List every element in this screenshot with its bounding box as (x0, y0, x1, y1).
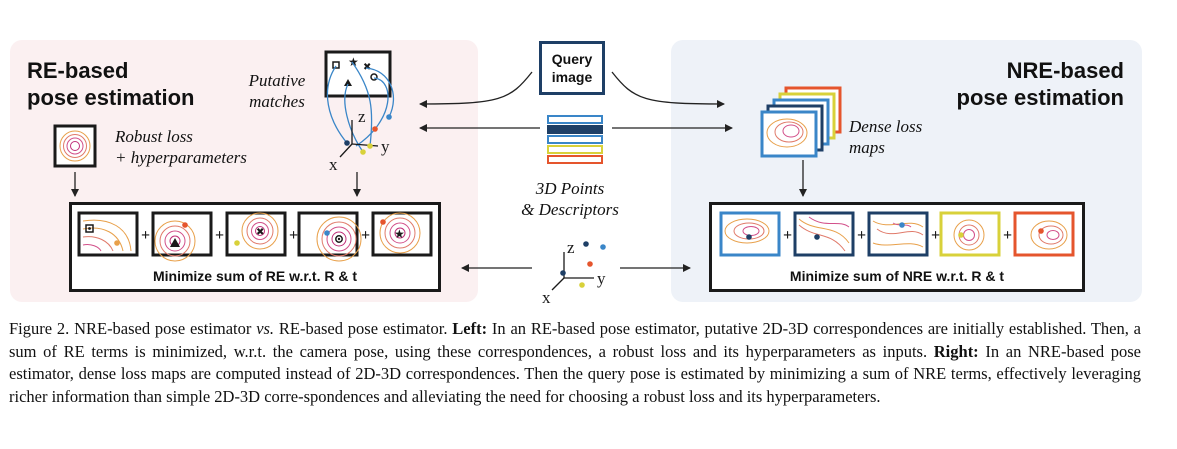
re-term-4 (297, 211, 362, 262)
robust-loss-label: Robust loss + hyperparameters (115, 127, 247, 167)
re-term-1 (77, 211, 139, 257)
arrow-query-to-dense (611, 71, 725, 108)
svg-text:✖: ✖ (256, 227, 264, 238)
query-image-box: Query image (539, 41, 605, 95)
arrow-query-to-matches (419, 71, 533, 108)
re-term-2 (151, 211, 213, 262)
dense-loss-maps-label: Dense loss maps (849, 117, 923, 157)
re-term-3: ✖ (225, 211, 287, 257)
putative-matches-image: ★ ✖ (324, 50, 394, 158)
nre-term-5 (1013, 211, 1075, 257)
figure-caption: Figure 2. NRE-based pose estimator vs. R… (9, 319, 1141, 406)
svg-text:+: + (1003, 227, 1012, 244)
svg-text:+: + (215, 227, 224, 244)
re-term-5: ★ (371, 211, 433, 257)
svg-text:★: ★ (394, 227, 405, 241)
nre-based-title: NRE-based pose estimation (956, 58, 1124, 110)
dense-loss-maps-icon (760, 86, 842, 158)
svg-text:+: + (857, 227, 866, 244)
nre-minimize-label: Minimize sum of NRE w.r.t. R & t (789, 268, 1005, 284)
re-minimize-label: Minimize sum of RE w.r.t. R & t (152, 268, 358, 284)
svg-text:+: + (361, 227, 370, 244)
caption-figure-label: Figure 2. (9, 319, 70, 338)
points-descriptors-label: 3D Points & Descriptors (521, 179, 619, 219)
svg-text:★: ★ (348, 55, 359, 69)
svg-text:+: + (931, 227, 940, 244)
nre-term-4 (939, 211, 1001, 257)
svg-text:+: + (783, 227, 792, 244)
nre-term-3 (867, 211, 929, 257)
axis-x-label-center: x (542, 288, 551, 307)
robust-loss-icon (53, 124, 97, 168)
caption-left-label: Left: (452, 319, 488, 338)
re-based-title: RE-based pose estimation (27, 58, 195, 110)
svg-text:+: + (141, 227, 150, 244)
axis-z-label-left: z (358, 107, 366, 126)
nre-term-1 (719, 211, 781, 257)
putative-matches-label: Putative matches (248, 71, 306, 111)
axis-x-label-left: x (329, 155, 338, 174)
diagram-graphics: ★ ✖ z y x (53, 50, 1075, 307)
svg-text:+: + (289, 227, 298, 244)
axis-y-label-left: y (381, 137, 390, 156)
axis-z-label-center: z (567, 238, 575, 257)
caption-right-label: Right: (933, 341, 979, 361)
nre-term-2 (793, 211, 855, 257)
pose-axes-icon (551, 241, 606, 291)
axis-y-label-center: y (597, 269, 606, 288)
descriptors-stack-icon (547, 115, 603, 164)
